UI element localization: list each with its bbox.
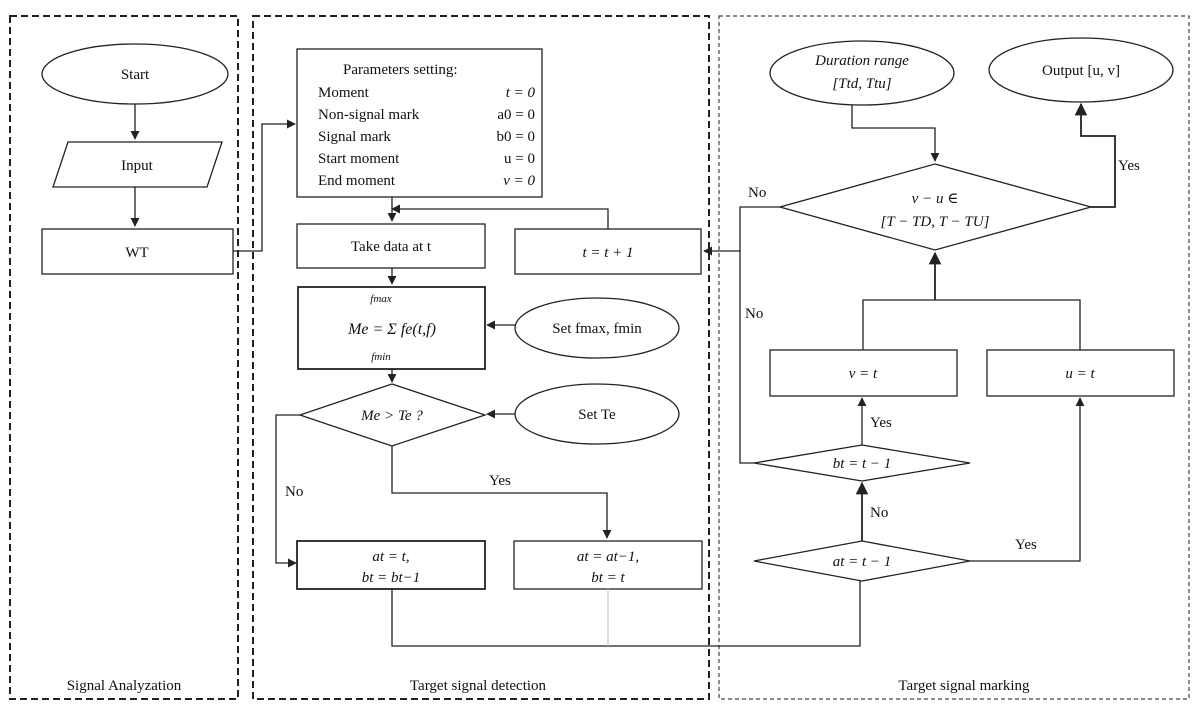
param-start-value: u = 0 (504, 151, 535, 167)
edge-compare-yes-label: Yes (489, 473, 511, 489)
compare-label: Me > Te ? (360, 408, 423, 424)
check-a-decision (753, 540, 971, 582)
range-check-line1: v − u ∈ (912, 191, 959, 207)
params-node (296, 48, 543, 198)
edge-range-yes-label: Yes (1118, 158, 1140, 174)
input-node (52, 141, 223, 188)
energy-sum-upper: fmax (370, 293, 392, 305)
set-freq-node (514, 297, 680, 359)
panel-detection (252, 15, 710, 700)
output-node (988, 37, 1174, 103)
range-check-line2: [T − TD, T − TU] (881, 214, 990, 230)
edge-compare-no (275, 414, 300, 568)
params-title: Parameters setting: (343, 62, 458, 78)
edge-set-v-merge (862, 299, 935, 350)
energy-sum-label: Me = Σ fe(t,f) (347, 321, 436, 338)
edge-compare-no-label: No (285, 484, 303, 500)
range-check-decision (777, 163, 1094, 251)
edge-check-b-no (739, 251, 754, 464)
output-label: Output [u, v] (1042, 63, 1120, 79)
check-b-decision (753, 444, 971, 482)
edge-wt-params (233, 119, 296, 252)
edge-check-a-yes-label: Yes (1015, 537, 1037, 553)
set-u-node (986, 349, 1175, 397)
param-moment-value: t = 0 (506, 85, 536, 101)
edge-detection-to-marking (391, 542, 865, 647)
wt-label: WT (125, 245, 148, 261)
panel-analysis-title: Signal Analyzation (67, 678, 182, 694)
edge-range-no (703, 206, 780, 256)
duration-range: [Ttd, Ttu] (832, 76, 891, 92)
panel-marking (718, 15, 1190, 700)
panel-marking-title: Target signal marking (898, 678, 1030, 694)
edge-range-yes (1074, 102, 1116, 208)
nonsignal-update-line2: bt = bt−1 (362, 570, 421, 586)
duration-node (769, 40, 955, 106)
set-v-label: v = t (849, 366, 878, 382)
energy-sum-lower: fmin (371, 351, 391, 363)
signal-update-node (513, 540, 703, 590)
param-nonsignal-value: a0 = 0 (497, 107, 535, 123)
param-signal-name: Signal mark (318, 129, 391, 145)
param-start-name: Start moment (318, 151, 400, 167)
param-end-name: End moment (318, 173, 396, 189)
check-b-label: bt = t − 1 (833, 456, 892, 472)
wt-node (41, 228, 234, 275)
take-data-label: Take data at t (351, 239, 432, 255)
increment-label: t = t + 1 (582, 245, 633, 261)
take-data-node (296, 223, 486, 269)
edge-compare-yes (391, 446, 612, 539)
signal-update-line2: bt = t (591, 570, 625, 586)
energy-sum-node (297, 286, 486, 370)
duration-label: Duration range (814, 53, 909, 69)
set-u-label: u = t (1065, 366, 1095, 382)
param-end-value: v = 0 (503, 173, 535, 189)
edge-check-a-no-label: No (870, 505, 888, 521)
signal-update-line1: at = at−1, (577, 549, 639, 565)
start-label: Start (121, 67, 150, 83)
panel-analysis (9, 15, 239, 700)
nonsignal-update-node (296, 540, 486, 590)
edge-set-u-merge (935, 299, 1081, 350)
param-moment-name: Moment (318, 85, 370, 101)
param-nonsignal-name: Non-signal mark (318, 107, 420, 123)
set-v-node (769, 349, 958, 397)
set-freq-label: Set fmax, fmin (552, 321, 642, 337)
increment-node (514, 228, 702, 275)
edge-duration-range (851, 105, 940, 162)
nonsignal-update-line1: at = t, (372, 549, 409, 565)
param-signal-value: b0 = 0 (497, 129, 535, 145)
set-threshold-label: Set Te (578, 407, 616, 423)
edge-range-no-label: No (748, 185, 766, 201)
edge-check-a-yes (970, 397, 1085, 562)
input-label: Input (121, 158, 153, 174)
panel-detection-title: Target signal detection (410, 678, 547, 694)
check-a-label: at = t − 1 (833, 554, 892, 570)
edge-increment-loop (391, 204, 609, 229)
edge-check-b-yes-label: Yes (870, 415, 892, 431)
edge-check-b-no-label: No (745, 306, 763, 322)
